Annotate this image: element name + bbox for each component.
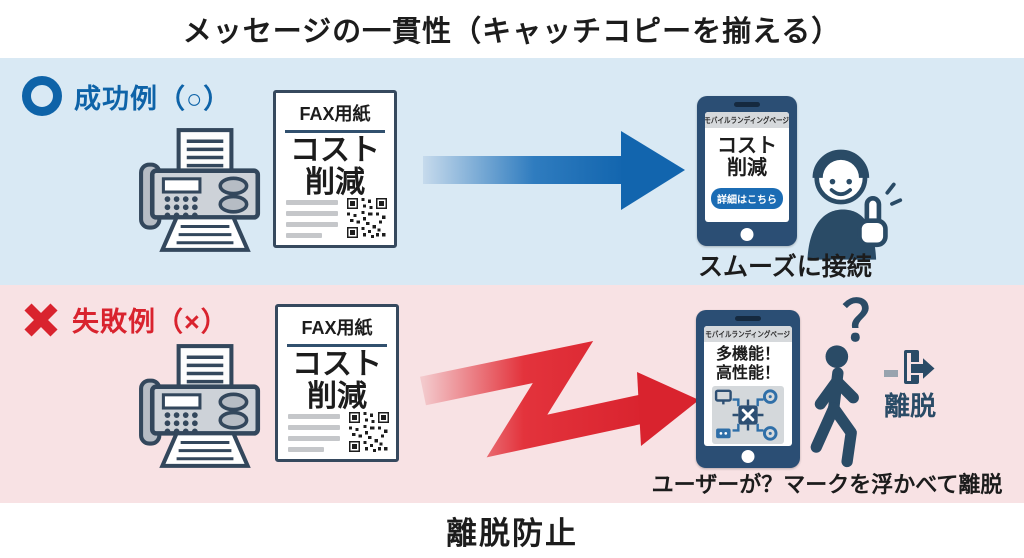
phone-speaker bbox=[734, 102, 760, 107]
landing-page-header: モバイルランディングページ bbox=[704, 326, 792, 342]
fax-paper-text-lines bbox=[286, 194, 338, 238]
fax-paper-title: FAX用紙 bbox=[299, 104, 371, 124]
page-title: メッセージの一貫性（キャッチコピーを揃える） bbox=[182, 16, 842, 48]
exit-door-icon bbox=[884, 350, 936, 384]
tech-spec-icons bbox=[714, 389, 778, 441]
landing-page-message: 多機能！ 高性能！ bbox=[715, 346, 780, 383]
landing-page-message: コスト 削減 bbox=[717, 135, 777, 179]
fax-paper-message: コスト 削減 bbox=[292, 348, 382, 414]
landing-page-header: モバイルランディングページ bbox=[705, 112, 789, 128]
phone-screen-failure: モバイルランディングページ 多機能！ 高性能！ bbox=[704, 326, 792, 446]
success-label-text: 成功例（○） bbox=[74, 83, 232, 114]
failure-x-icon bbox=[24, 302, 58, 337]
success-arrow-icon bbox=[423, 131, 685, 210]
fax-paper-rule bbox=[285, 130, 385, 133]
success-circle-icon bbox=[22, 76, 62, 116]
cta-button: 詳細はこちら bbox=[711, 188, 783, 209]
phone-home-button bbox=[741, 450, 755, 463]
success-label: 成功例（○） bbox=[22, 76, 231, 116]
mobile-phone-failure: モバイルランディングページ 多機能！ 高性能！ bbox=[696, 310, 800, 468]
feature-diagram-panel bbox=[712, 386, 784, 445]
failure-caption: ユーザーが？マークを浮かべて離脱 bbox=[651, 472, 1003, 497]
fax-machine-icon bbox=[139, 344, 261, 468]
fax-paper-text-lines bbox=[288, 408, 340, 452]
fax-machine-icon bbox=[139, 128, 261, 252]
failure-label: 失敗例（×） bbox=[22, 300, 229, 339]
confused-person-walking-icon bbox=[810, 345, 859, 468]
footer-title: 離脱防止 bbox=[446, 516, 578, 551]
happy-person-thumbs-up-icon bbox=[807, 149, 903, 260]
question-mark: ？ bbox=[842, 290, 898, 353]
failure-zigzag-arrow-icon bbox=[420, 340, 698, 458]
success-caption: スムーズに接続 bbox=[698, 253, 872, 281]
fax-paper-title: FAX用紙 bbox=[301, 318, 373, 338]
fax-paper-rule bbox=[287, 344, 387, 347]
fax-paper-success: FAX用紙 コスト 削減 bbox=[273, 90, 397, 248]
phone-home-button bbox=[740, 228, 754, 241]
mobile-phone-success: モバイルランディングページ コスト 削減 詳細はこちら bbox=[697, 96, 797, 246]
exit-label: 離脱 bbox=[884, 391, 937, 421]
qr-code-icon bbox=[347, 198, 387, 238]
fax-paper-failure: FAX用紙 コスト 削減 bbox=[275, 304, 399, 462]
phone-screen-success: モバイルランディングページ コスト 削減 詳細はこちら bbox=[705, 112, 789, 222]
fax-paper-message: コスト 削減 bbox=[290, 134, 380, 200]
qr-code-icon bbox=[349, 412, 389, 452]
failure-label-text: 失敗例（×） bbox=[72, 307, 229, 337]
phone-speaker bbox=[735, 316, 761, 321]
